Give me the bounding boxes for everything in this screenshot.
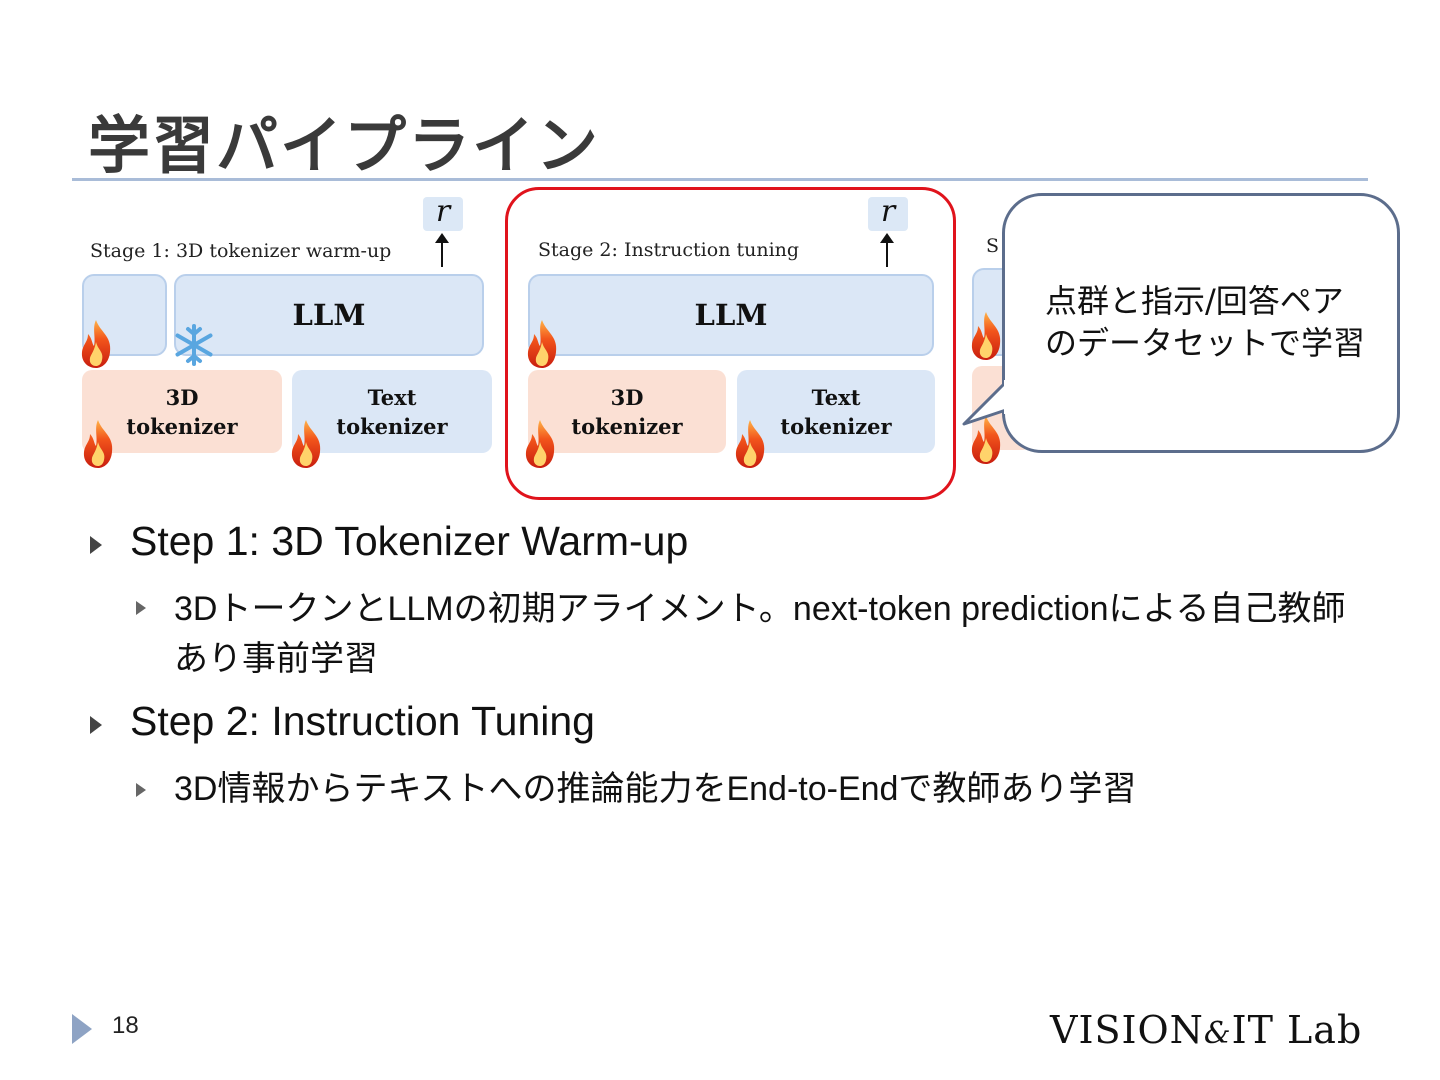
page-title: 学習パイプライン bbox=[88, 109, 601, 182]
stage-2-highlight-frame bbox=[505, 187, 956, 500]
stage-1-label: Stage 1: 3D tokenizer warm-up bbox=[90, 240, 392, 262]
stage-1-text-tokenizer: Text tokenizer bbox=[292, 370, 492, 453]
triangle-bullet-icon bbox=[90, 716, 102, 734]
triangle-bullet-icon bbox=[136, 601, 146, 615]
flame-icon bbox=[286, 418, 326, 470]
stage-3-label: S bbox=[986, 235, 1000, 257]
flame-icon bbox=[78, 418, 118, 470]
stage-2-text-tokenizer: Text tokenizer bbox=[737, 370, 935, 453]
flame-icon bbox=[730, 418, 770, 470]
stage-2-reward: r bbox=[868, 197, 908, 231]
callout-tail bbox=[962, 380, 1010, 426]
stage-1-arrow-icon bbox=[435, 233, 449, 267]
bullet-step-1-detail: 3DトークンとLLMの初期アライメント。next-token predictio… bbox=[174, 590, 1346, 678]
page-number: 18 bbox=[112, 1012, 139, 1039]
stage-2-label: Stage 2: Instruction tuning bbox=[538, 239, 800, 261]
stage-1-llm-block: LLM bbox=[174, 274, 484, 356]
flame-icon bbox=[522, 318, 562, 370]
snowflake-icon bbox=[175, 324, 213, 366]
triangle-bullet-icon bbox=[136, 783, 146, 797]
stage-2-3d-tokenizer: 3D tokenizer bbox=[528, 370, 726, 453]
flame-icon bbox=[966, 310, 1006, 362]
flame-icon bbox=[520, 418, 560, 470]
logo-part-left: VISION bbox=[1050, 1008, 1204, 1052]
callout-text: 点群と指示/回答ペア のデータセットで学習 bbox=[1045, 280, 1365, 364]
callout-line-1: 点群と指示/回答ペア bbox=[1045, 282, 1344, 320]
logo-ampersand: & bbox=[1203, 1016, 1232, 1051]
logo-part-right: IT Lab bbox=[1231, 1008, 1363, 1052]
stage-1-3d-tokenizer: 3D tokenizer bbox=[82, 370, 282, 453]
stage-1-reward: r bbox=[423, 197, 463, 231]
callout-bubble bbox=[1002, 193, 1400, 453]
bullet-step-2: Step 2: Instruction Tuning bbox=[130, 698, 595, 744]
triangle-bullet-icon bbox=[90, 536, 102, 554]
bullet-step-1: Step 1: 3D Tokenizer Warm-up bbox=[130, 518, 689, 564]
flame-icon bbox=[76, 318, 116, 370]
stage-2-arrow-icon bbox=[880, 233, 894, 267]
stage-2-llm-block: LLM bbox=[528, 274, 934, 356]
lab-logo: VISION&IT Lab bbox=[1050, 1008, 1362, 1052]
bullet-step-2-detail: 3D情報からテキストへの推論能力をEnd-to-Endで教師あり学習 bbox=[174, 770, 1137, 808]
title-underline bbox=[72, 178, 1368, 181]
callout-line-2: のデータセットで学習 bbox=[1045, 324, 1366, 362]
footer-triangle-icon bbox=[72, 1014, 92, 1044]
